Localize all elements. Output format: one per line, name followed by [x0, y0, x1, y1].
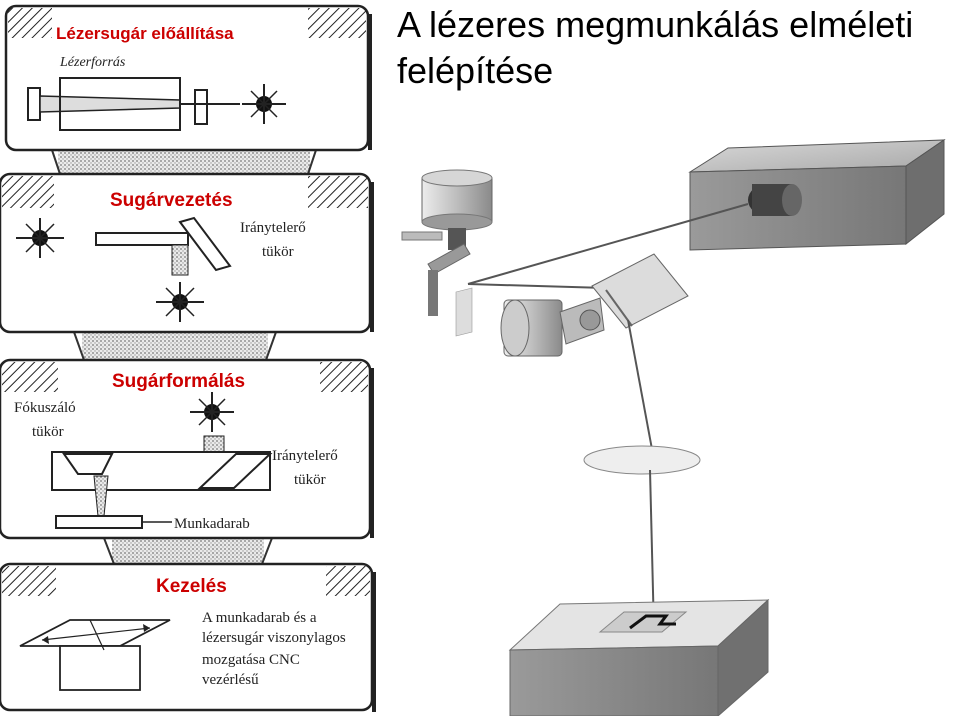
focusing-assembly [500, 253, 689, 357]
mirror-label-line2: tükör [262, 244, 294, 260]
focusing-mirror [62, 453, 114, 475]
panel-handling: Kezelés A munkadarab és a lézersugár vis… [0, 562, 376, 712]
laser-beam-3 [627, 319, 655, 461]
deflect-mirror-label-line1: Iránytelerő [272, 448, 338, 464]
mirror-label-line1: Iránytelerő [240, 220, 306, 236]
hatch-left [8, 8, 52, 38]
connector-2-3 [82, 332, 268, 360]
mirror-actuator [401, 169, 493, 337]
focusing-mirror-plate [591, 253, 689, 329]
beam-horizontal [95, 232, 189, 246]
hatch-left [2, 176, 54, 208]
laser-source-label: Lézerforrás [59, 55, 126, 70]
laser-spark-icon [16, 218, 64, 258]
laser-beam-4 [649, 469, 655, 633]
laser-spark-icon [156, 282, 204, 322]
slide-title: A lézeres megmunkálás elméleti felépítés… [397, 4, 914, 91]
connector-1-2 [58, 150, 310, 174]
panel-heading: Lézersugár előállítása [56, 24, 234, 43]
panel-heading: Sugárformálás [112, 371, 245, 392]
handling-text-line1: A munkadarab és a [202, 610, 317, 626]
connector-3-4 [112, 538, 264, 564]
hatch-left [2, 566, 56, 596]
hatch-right [308, 176, 368, 208]
hatch-right [326, 566, 370, 596]
panel-beam-guidance: Sugárvezetés Iránytelerő tükör [0, 172, 374, 334]
laser-spark-icon [190, 392, 234, 432]
panel-beam-shaping: Sugárformálás Fókuszáló tükör Irányteler… [0, 358, 374, 540]
deflect-mirror-label-line2: tükör [294, 472, 326, 488]
workpiece-table [508, 598, 770, 716]
laser-beam-2 [467, 283, 607, 289]
panel-heading: Kezelés [156, 576, 227, 597]
workpiece-label: Munkadarab [174, 516, 250, 532]
beam-vertical [171, 244, 189, 276]
focus-mirror-label-line2: tükör [32, 424, 64, 440]
hatch-left [2, 362, 58, 392]
hatch-right [320, 362, 368, 392]
laser-spark-icon [242, 84, 286, 124]
deflecting-mirror [178, 216, 232, 272]
xy-table [19, 619, 171, 691]
focus-lens-disk [583, 445, 701, 475]
handling-text-line3: mozgatása CNC [202, 652, 300, 668]
schematic-panels: Lézersugár előállítása Lézerforrás Sugár… [0, 4, 376, 712]
hatch-right [308, 8, 366, 38]
handling-text-line2: lézersugár viszonylagos [202, 630, 346, 646]
workpiece [55, 515, 143, 529]
focus-mirror-label-line1: Fókuszáló [14, 400, 76, 416]
handling-text-line4: vezérlésű [202, 672, 259, 688]
deflect-mirror-2 [197, 453, 273, 489]
laser-source-box [688, 139, 946, 251]
laser-beam-1 [467, 203, 749, 285]
panel-laser-generation: Lézersugár előállítása Lézerforrás [4, 4, 372, 152]
laser-source [27, 77, 240, 131]
panel-heading: Sugárvezetés [110, 190, 233, 211]
